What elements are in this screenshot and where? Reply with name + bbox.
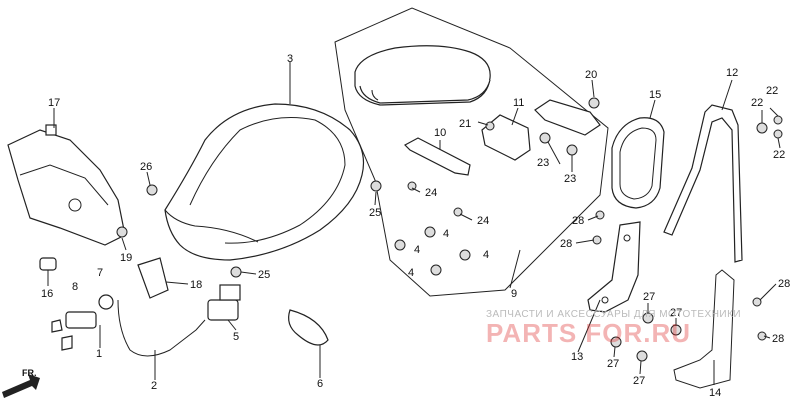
label-14: 14 — [709, 387, 721, 399]
hook-bracket — [137, 257, 169, 299]
seat-latch — [207, 284, 241, 321]
label-25-a: 25 — [258, 269, 270, 281]
label-24-a: 24 — [425, 187, 437, 199]
label-12: 12 — [726, 67, 738, 79]
front-direction-arrow: FR. — [2, 368, 40, 398]
label-22-b: 22 — [751, 97, 763, 109]
bracket-10 — [404, 137, 471, 176]
label-1: 1 — [96, 348, 102, 360]
label-25-b: 25 — [369, 207, 381, 219]
label-18: 18 — [190, 279, 202, 291]
side-cover — [7, 124, 126, 246]
seat-lock — [51, 294, 114, 351]
label-26: 26 — [140, 161, 152, 173]
label-10: 10 — [434, 127, 446, 139]
label-3: 3 — [287, 53, 293, 65]
label-27-c: 27 — [607, 358, 619, 370]
sissy-bar-frame — [663, 104, 743, 389]
label-28-b: 28 — [560, 238, 572, 250]
label-27-a: 27 — [643, 291, 655, 303]
strap — [288, 309, 329, 346]
leader-lines-lower — [547, 107, 781, 375]
grommet — [39, 257, 57, 271]
side-bracket — [587, 221, 641, 313]
backrest-pad — [611, 117, 665, 209]
label-22-c: 22 — [773, 149, 785, 161]
assembly-outline — [334, 7, 609, 297]
watermark: ЗАПЧАСТИ И АКСЕССУАРЫ ДЛЯ МОТОТЕХНИКИ PA… — [486, 309, 786, 349]
part-labels: 3 17 26 19 16 18 25 25 7 8 1 2 5 6 9 10 … — [41, 53, 790, 399]
bracket-upper — [534, 99, 601, 136]
label-28-c: 28 — [778, 278, 790, 290]
label-2: 2 — [151, 380, 157, 392]
main-seat — [164, 103, 365, 261]
label-13: 13 — [571, 351, 583, 363]
direction-label: FR. — [22, 368, 37, 378]
label-27-d: 27 — [633, 375, 645, 387]
label-27-b: 27 — [670, 307, 682, 319]
label-23-b: 23 — [564, 173, 576, 185]
label-22-a: 22 — [766, 85, 778, 97]
label-28-d: 28 — [772, 333, 784, 345]
label-15: 15 — [649, 89, 661, 101]
watermark-text: ЗАПЧАСТИ И АКСЕССУАРЫ ДЛЯ МОТОТЕХНИКИ — [486, 309, 742, 320]
label-20: 20 — [585, 69, 597, 81]
label-7: 7 — [97, 267, 103, 279]
label-19: 19 — [120, 252, 132, 264]
pillion-seat — [354, 45, 491, 106]
label-11: 11 — [513, 97, 524, 109]
cable — [117, 299, 206, 357]
label-28-a: 28 — [572, 215, 584, 227]
label-21: 21 — [459, 118, 471, 130]
fasteners — [116, 97, 783, 362]
label-4-b: 4 — [414, 244, 420, 256]
label-16: 16 — [41, 288, 53, 300]
label-23-a: 23 — [537, 157, 549, 169]
label-4-c: 4 — [483, 249, 489, 261]
label-4-a: 4 — [443, 228, 449, 240]
leader-lines — [47, 62, 733, 385]
label-9: 9 — [511, 288, 517, 300]
label-6: 6 — [317, 378, 323, 390]
label-8: 8 — [72, 281, 78, 293]
watermark-brand: PARTS FOR.RU — [486, 318, 692, 348]
label-17: 17 — [48, 97, 60, 109]
label-5: 5 — [233, 331, 239, 343]
label-24-b: 24 — [477, 215, 489, 227]
label-4-d: 4 — [408, 267, 414, 279]
